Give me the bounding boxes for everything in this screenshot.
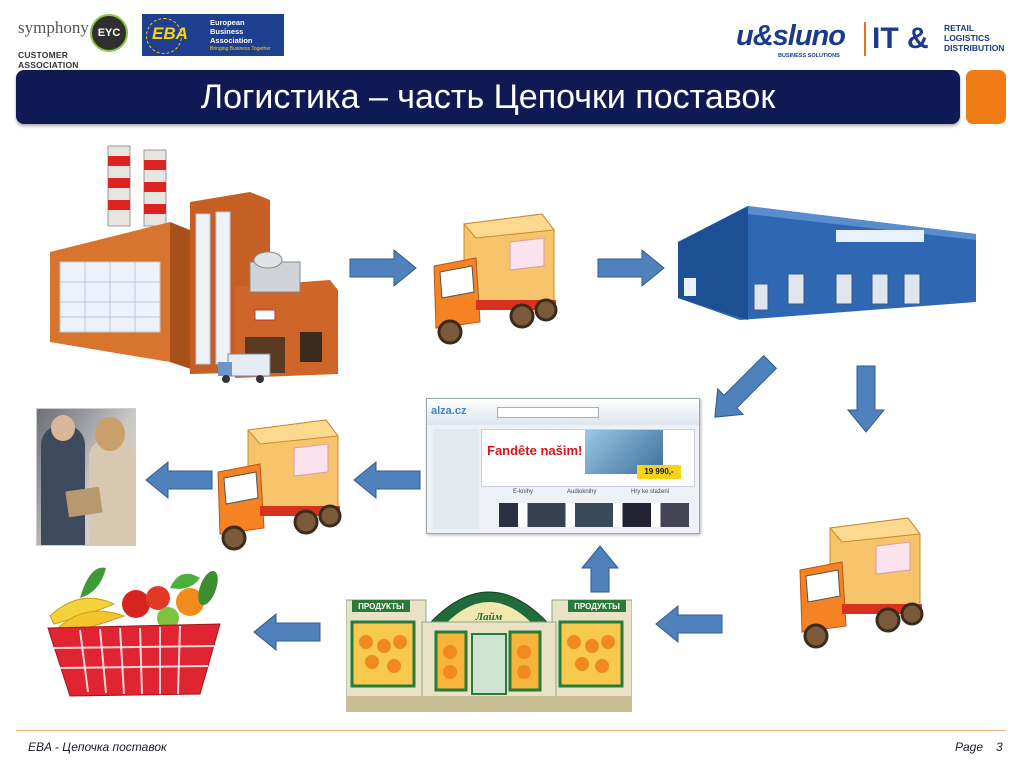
slide-title: Логистика – часть Цепочки поставок <box>200 78 776 116</box>
eba-mark: EBA <box>152 24 188 43</box>
site-headline: Fandête našim! <box>487 443 583 458</box>
it-mark: IT & <box>872 22 929 55</box>
delivery-truck-top <box>433 213 558 345</box>
usluno-it-logo: u&sluno BUSINESS SOLUTIONS IT & RETAIL L… <box>736 20 1008 60</box>
section-ebooks: E-knihy <box>513 489 534 495</box>
arrow-truck-to-customer <box>145 460 213 500</box>
arrow-truck-to-store <box>655 604 723 644</box>
symphony-wordmark: symphony <box>18 18 89 37</box>
customer-association-label: CUSTOMER ASSOCIATION <box>18 50 79 70</box>
footer-title: EBA - Цепочка поставок <box>28 740 167 754</box>
store-name: Лайм <box>475 611 503 623</box>
logo-separator <box>864 22 866 56</box>
customer-head <box>95 417 125 451</box>
courier-customer-photo <box>36 408 136 546</box>
delivery-truck-middle <box>217 419 342 551</box>
factory-illustration <box>50 145 338 383</box>
arrow-eshop-to-truck <box>353 460 421 500</box>
title-bar: Логистика – часть Цепочки поставок <box>16 70 960 124</box>
eba-name: European Business Association <box>210 18 253 45</box>
eba-tagline: Bringing Business Together <box>210 46 271 52</box>
small-truck <box>218 353 271 383</box>
delivery-truck-right <box>799 517 924 649</box>
eba-logo: EBA European Business Association Bringi… <box>142 14 284 56</box>
grocery-basket-illustration <box>47 567 221 697</box>
usluno-tagline: BUSINESS SOLUTIONS <box>778 53 840 59</box>
symphony-eyc-logo: symphony EYC CUSTOMER ASSOCIATION <box>16 10 128 70</box>
section-audiobooks: Audioknihy <box>567 489 597 495</box>
eyc-badge: EYC <box>90 14 128 52</box>
site-logo: alza.cz <box>431 405 467 417</box>
arrow-truck-to-warehouse <box>597 248 665 288</box>
price-tag: 19 990,- <box>637 465 681 479</box>
store-sign-right <box>568 600 626 612</box>
eshop-website-screenshot: alza.cz Fandête našim! 19 990,- E-knihy … <box>426 398 700 534</box>
warehouse-illustration <box>678 206 976 320</box>
courier-head <box>51 415 75 441</box>
arrow-store-to-basket <box>253 612 321 652</box>
factory-chimneys <box>107 145 167 227</box>
footer-page-label: Page <box>955 740 984 754</box>
accent-block <box>966 70 1006 124</box>
courier-figure <box>41 425 85 545</box>
retail-logistics-distribution: RETAIL LOGISTICS DISTRIBUTION <box>944 23 1005 53</box>
store-sign-left <box>352 600 410 612</box>
arrow-factory-to-truck <box>349 248 417 288</box>
footer-rule <box>16 730 1006 731</box>
grocery-store-illustration: ПРОДУКТЫ ПРОДУКТЫ Лайм <box>346 591 632 712</box>
product-thumbnails <box>499 503 689 527</box>
arrow-store-to-eshop <box>580 545 620 593</box>
section-games: Hry ke stažení <box>631 489 670 495</box>
store-sign-right-text: ПРОДУКТЫ <box>574 602 620 611</box>
site-category-menu <box>433 429 479 529</box>
footer-page-number: 3 <box>996 740 1003 754</box>
eu-stars-icon <box>146 18 182 54</box>
arrow-warehouse-to-truck <box>846 365 886 433</box>
arrow-warehouse-to-eshop <box>714 354 778 418</box>
factory-windows <box>59 261 161 333</box>
site-search-field <box>497 407 599 418</box>
usluno-wordmark: u&sluno <box>736 20 846 52</box>
store-sign-left-text: ПРОДУКТЫ <box>358 602 404 611</box>
